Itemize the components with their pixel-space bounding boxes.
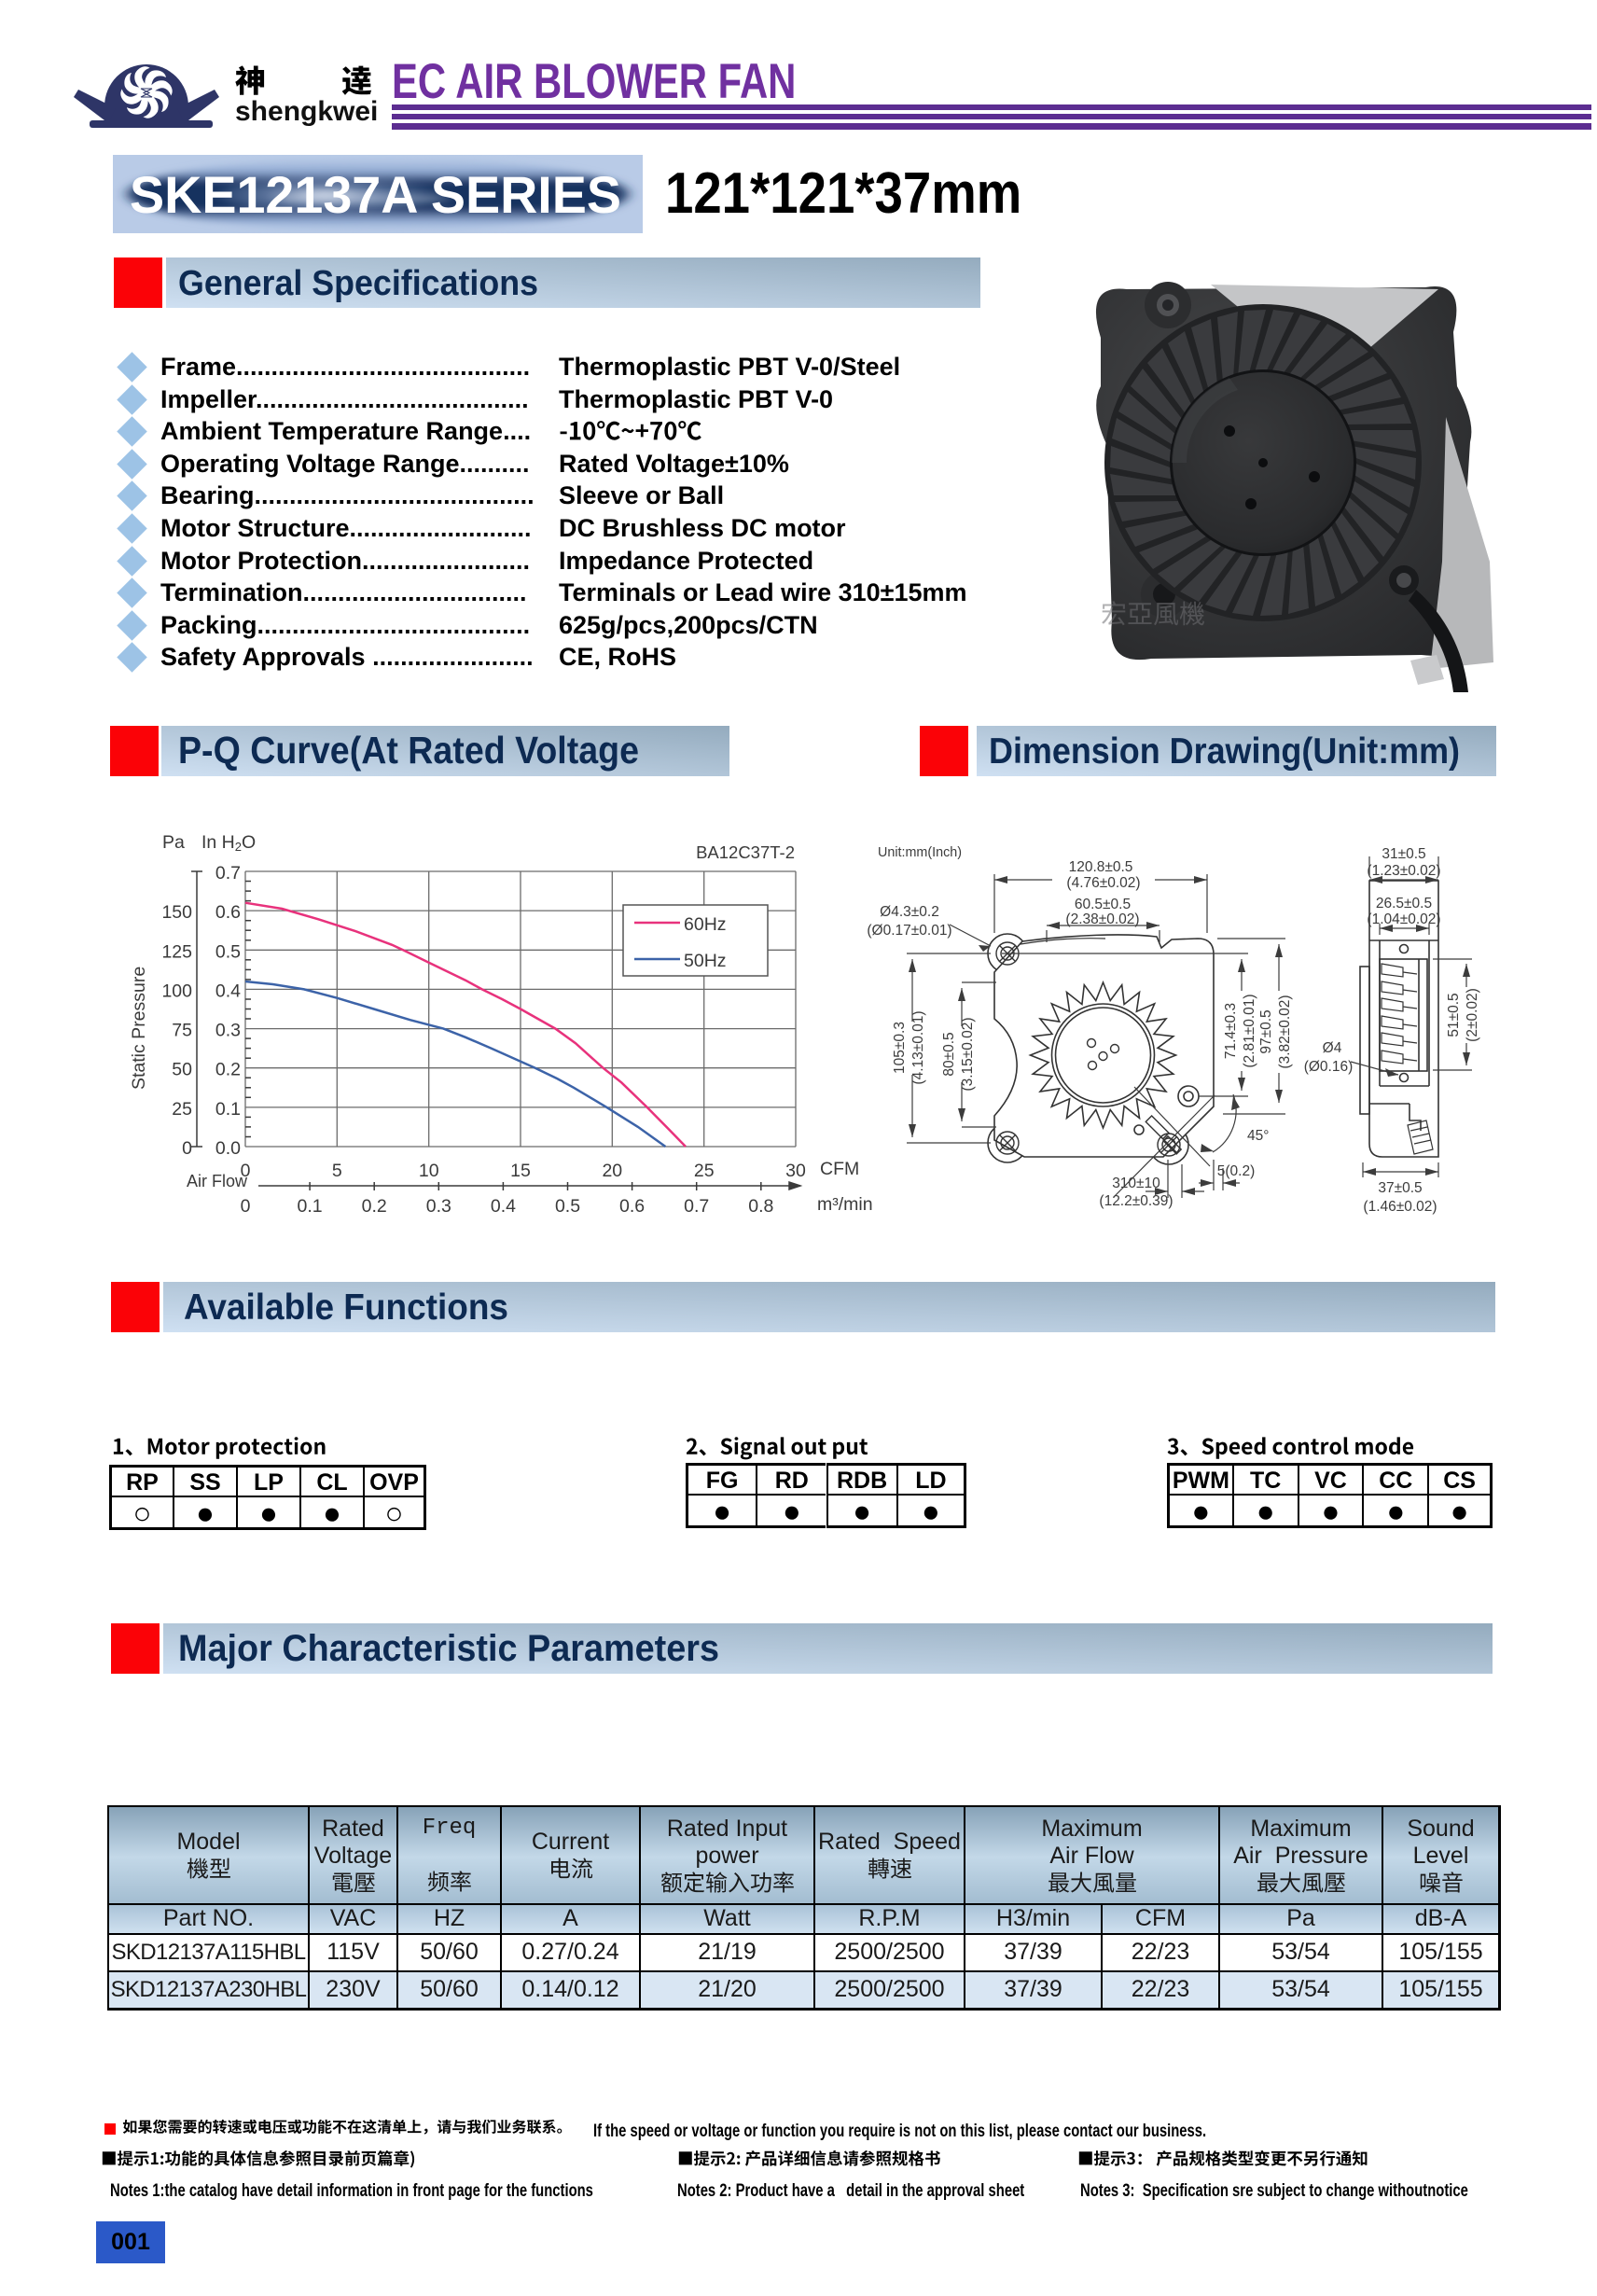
svg-text:0.1: 0.1	[215, 1099, 241, 1120]
svg-text:310±10: 310±10	[1112, 1176, 1160, 1191]
svg-text:(12.2±0.39): (12.2±0.39)	[1099, 1193, 1173, 1209]
svg-text:Ø4.3±0.2: Ø4.3±0.2	[880, 904, 939, 920]
svg-text:71.4±0.3: 71.4±0.3	[1223, 1003, 1239, 1059]
svg-text:26.5±0.5: 26.5±0.5	[1376, 896, 1432, 911]
svg-text:In H2O: In H2O	[201, 832, 256, 854]
svg-text:0.6: 0.6	[619, 1196, 645, 1217]
svg-text:0: 0	[241, 1161, 251, 1181]
svg-text:SKE12137A SERIES: SKE12137A SERIES	[130, 165, 621, 224]
svg-text:0.2: 0.2	[215, 1060, 241, 1080]
svg-text:0.3: 0.3	[426, 1196, 451, 1217]
svg-text:30: 30	[785, 1161, 806, 1181]
svg-text:Available Functions: Available Functions	[184, 1287, 508, 1328]
svg-text:(1.04±0.02): (1.04±0.02)	[1367, 911, 1440, 927]
svg-text:m³/min: m³/min	[817, 1194, 873, 1215]
svg-text:60Hz: 60Hz	[684, 914, 727, 935]
svg-text:Pa: Pa	[162, 832, 185, 853]
svg-text:10: 10	[419, 1161, 439, 1181]
svg-text:(2±0.02): (2±0.02)	[1465, 988, 1480, 1042]
svg-text:45°: 45°	[1247, 1128, 1269, 1144]
svg-text:50: 50	[172, 1060, 192, 1080]
svg-text:(4.76±0.02): (4.76±0.02)	[1066, 875, 1140, 891]
svg-text:0: 0	[241, 1196, 251, 1217]
svg-text:(1.23±0.02): (1.23±0.02)	[1367, 863, 1440, 879]
svg-text:75: 75	[172, 1021, 192, 1041]
svg-text:80±0.5: 80±0.5	[941, 1032, 957, 1076]
svg-text:5: 5	[332, 1161, 342, 1181]
svg-text:0.1: 0.1	[298, 1196, 323, 1217]
svg-text:100: 100	[161, 981, 192, 1001]
svg-text:37±0.5: 37±0.5	[1378, 1180, 1422, 1196]
svg-text:(4.13±0.01): (4.13±0.01)	[910, 1010, 926, 1084]
svg-text:0.7: 0.7	[215, 863, 241, 884]
svg-text:0.3: 0.3	[215, 1021, 241, 1041]
svg-text:150: 150	[161, 902, 192, 923]
svg-text:BA12C37T-2: BA12C37T-2	[696, 842, 795, 862]
svg-text:P-Q Curve(At Rated Voltage: P-Q Curve(At Rated Voltage	[178, 729, 639, 772]
svg-text:60.5±0.5: 60.5±0.5	[1075, 897, 1131, 912]
svg-text:0.0: 0.0	[215, 1138, 241, 1159]
svg-text:0.6: 0.6	[215, 902, 241, 923]
svg-text:25: 25	[172, 1099, 192, 1120]
svg-text:105±0.3: 105±0.3	[892, 1022, 908, 1074]
svg-text:(1.46±0.02): (1.46±0.02)	[1363, 1199, 1437, 1215]
svg-text:5(0.2): 5(0.2)	[1217, 1163, 1256, 1179]
svg-text:Dimension Drawing(Unit:mm): Dimension Drawing(Unit:mm)	[989, 731, 1460, 772]
svg-text:CFM: CFM	[820, 1159, 859, 1179]
svg-text:97±0.5: 97±0.5	[1258, 1009, 1274, 1053]
svg-text:0: 0	[182, 1138, 192, 1159]
svg-text:General Specifications: General Specifications	[178, 264, 538, 303]
svg-text:Major Characteristic Parameter: Major Characteristic Parameters	[178, 1628, 719, 1669]
svg-text:0.5: 0.5	[555, 1196, 580, 1217]
svg-text:20: 20	[602, 1161, 622, 1181]
svg-text:Static Pressure: Static Pressure	[129, 967, 149, 1090]
svg-text:0.8: 0.8	[748, 1196, 773, 1217]
svg-text:Unit:mm(Inch): Unit:mm(Inch)	[878, 844, 962, 860]
svg-text:Ø4: Ø4	[1323, 1040, 1342, 1056]
svg-text:(2.81±0.01): (2.81±0.01)	[1242, 994, 1257, 1067]
svg-text:(3.15±0.02): (3.15±0.02)	[960, 1017, 976, 1091]
svg-text:0.4: 0.4	[215, 981, 241, 1001]
svg-text:0.4: 0.4	[491, 1196, 516, 1217]
svg-text:51±0.5: 51±0.5	[1446, 993, 1462, 1037]
svg-text:15: 15	[510, 1161, 531, 1181]
svg-text:120.8±0.5: 120.8±0.5	[1069, 859, 1133, 875]
svg-text:0.7: 0.7	[684, 1196, 709, 1217]
svg-text:(Ø0.16): (Ø0.16)	[1304, 1059, 1354, 1075]
svg-text:(Ø0.17±0.01): (Ø0.17±0.01)	[867, 923, 951, 939]
svg-text:125: 125	[161, 941, 192, 962]
svg-text:0.5: 0.5	[215, 941, 241, 962]
svg-text:0.2: 0.2	[362, 1196, 387, 1217]
svg-text:50Hz: 50Hz	[684, 951, 727, 971]
svg-text:Air Flow: Air Flow	[187, 1172, 248, 1190]
svg-text:25: 25	[694, 1161, 715, 1181]
svg-text:(2.38±0.02): (2.38±0.02)	[1065, 911, 1139, 927]
svg-text:(3.82±0.02): (3.82±0.02)	[1277, 995, 1293, 1068]
svg-text:31±0.5: 31±0.5	[1382, 846, 1425, 862]
